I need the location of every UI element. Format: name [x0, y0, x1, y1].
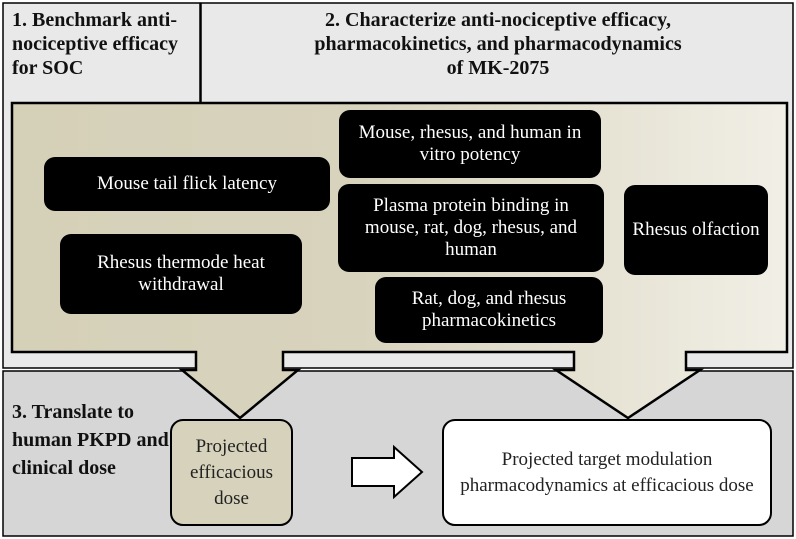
- plasma-protein-binding-box: Plasma protein binding in mouse, rat, do…: [338, 184, 604, 272]
- section-2-heading-line-1: 2. Characterize anti-nociceptive efficac…: [325, 9, 671, 31]
- section-3-heading: 3. Translate to human PKPD and clinical …: [12, 401, 169, 479]
- pharmacokinetics-label: Rat, dog, and rhesus pharmacokinetics: [411, 288, 567, 331]
- in-vitro-potency-box: Mouse, rhesus, and human in vitro potenc…: [339, 110, 601, 178]
- rhesus-thermode-label: Rhesus thermode heat withdrawal: [97, 252, 265, 295]
- section-1-heading: 1. Benchmark anti-nociceptive efficacy f…: [12, 9, 179, 79]
- section-2-heading-line-2: pharmacokinetics, and pharmacodynamics: [314, 33, 682, 55]
- pharmacokinetics-box: Rat, dog, and rhesus pharmacokinetics: [375, 277, 603, 343]
- rhesus-thermode-box: Rhesus thermode heat withdrawal: [60, 234, 302, 314]
- mouse-tail-flick-label: Mouse tail flick latency: [97, 173, 277, 194]
- section-2-heading: 2. Characterize anti-nociceptive efficac…: [205, 8, 791, 80]
- efficacious-dose-box: Projected efficacious dose: [170, 419, 293, 526]
- right-arrow: [351, 444, 424, 500]
- target-modulation-label: Projected target modulation pharmacodyna…: [460, 448, 754, 496]
- target-modulation-box: Projected target modulation pharmacodyna…: [442, 419, 772, 526]
- rhesus-olfaction-label: Rhesus olfaction: [632, 219, 760, 240]
- efficacious-dose-label: Projected efficacious dose: [190, 435, 273, 509]
- mouse-tail-flick-box: Mouse tail flick latency: [44, 157, 330, 211]
- plasma-protein-binding-label: Plasma protein binding in mouse, rat, do…: [364, 195, 578, 260]
- in-vitro-potency-label: Mouse, rhesus, and human in vitro potenc…: [358, 122, 582, 165]
- rhesus-olfaction-box: Rhesus olfaction: [624, 185, 768, 275]
- section-2-heading-line-3: of MK-2075: [446, 57, 550, 79]
